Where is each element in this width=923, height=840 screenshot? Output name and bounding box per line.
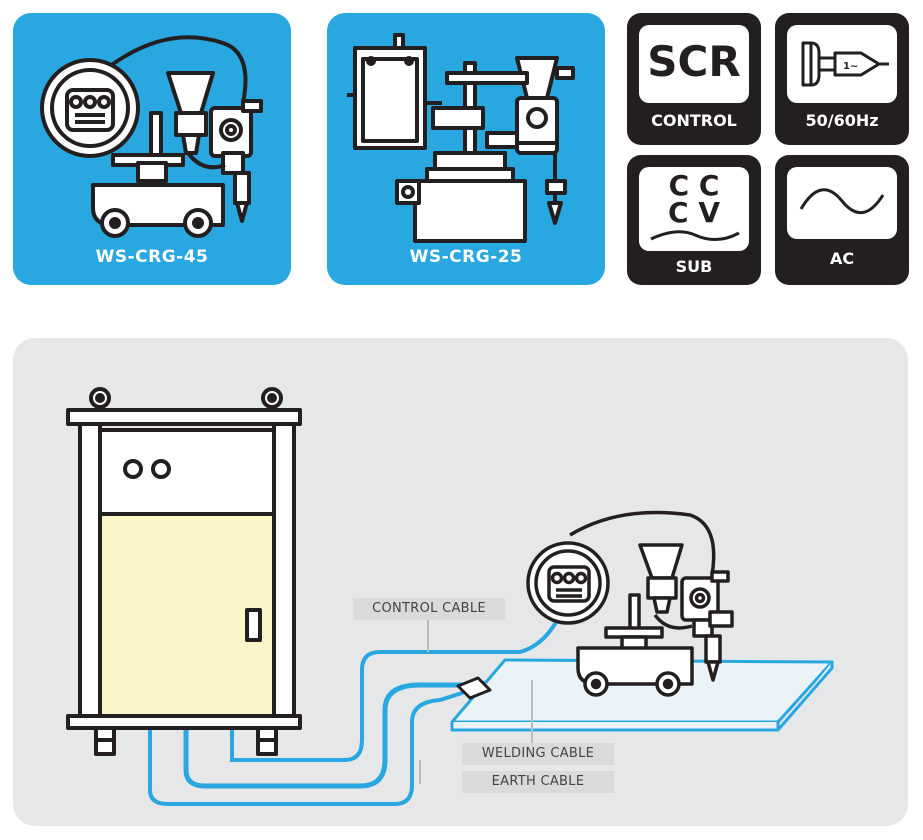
product-card-ws-crg-25[interactable]: WS-CRG-25 [327, 13, 605, 285]
welding-cable-label: WELDING CABLE [462, 743, 614, 765]
cccv-caption: SUB [675, 257, 713, 276]
control-cable-label: CONTROL CABLE [353, 598, 505, 620]
frequency-symbol: 1~ [843, 61, 858, 72]
sine-wave-icon [799, 188, 885, 214]
plug-icon: 1~ [801, 41, 889, 87]
wave-icon [650, 230, 740, 241]
product-model-label: WS-CRG-45 [95, 247, 209, 267]
feature-frequency: 1~ 50/60Hz [775, 13, 909, 145]
product-card-ws-crg-45[interactable]: WS-CRG-45 [13, 13, 291, 285]
ac-caption: AC [829, 249, 855, 268]
cccv-line2: C V [668, 196, 720, 229]
welding-tractor-illustration [40, 35, 263, 238]
scr-title: SCR [647, 37, 741, 86]
earth-cable-label: EARTH CABLE [462, 771, 614, 793]
frequency-caption: 50/60Hz [805, 111, 879, 130]
feature-ac: AC [775, 155, 909, 285]
feature-scr-control: SCR CONTROL [627, 13, 761, 145]
feature-cc-cv: C C C V SUB [627, 155, 761, 285]
welding-carriage-illustration [347, 33, 575, 243]
scr-caption: CONTROL [651, 111, 737, 130]
cccv-line1: C C [668, 169, 720, 202]
product-model-label: WS-CRG-25 [409, 247, 523, 267]
